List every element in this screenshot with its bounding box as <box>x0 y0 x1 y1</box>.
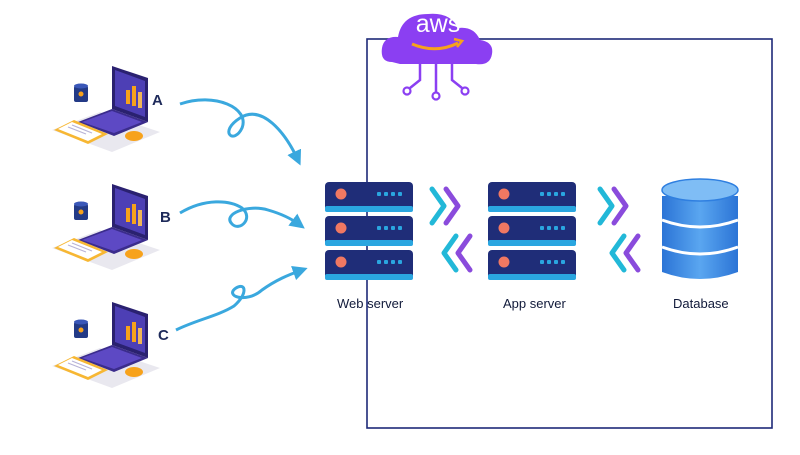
laptop-icon-b <box>52 184 160 270</box>
client-label-b: B <box>160 209 171 226</box>
client-label-c: C <box>158 327 169 344</box>
forward-chevrons-2 <box>597 186 629 226</box>
app-server-label: App server <box>503 296 566 311</box>
laptop-icon-c <box>52 302 160 388</box>
database-icon <box>661 178 739 279</box>
forward-chevrons-1 <box>429 186 461 226</box>
client-label-a: A <box>152 92 163 109</box>
back-chevrons-2 <box>609 233 641 273</box>
web-server-icon <box>325 182 413 280</box>
app-server-icon <box>488 182 576 280</box>
back-chevrons-1 <box>441 233 473 273</box>
aws-logo-text: aws <box>415 10 461 38</box>
request-arrow-a <box>179 98 302 166</box>
web-server-label: Web server <box>337 296 404 311</box>
laptop-icon-a <box>52 66 160 152</box>
request-arrow-c <box>175 265 308 332</box>
request-arrow-b <box>179 200 305 229</box>
database-label: Database <box>673 296 729 311</box>
aws-cloud-icon <box>381 13 493 101</box>
